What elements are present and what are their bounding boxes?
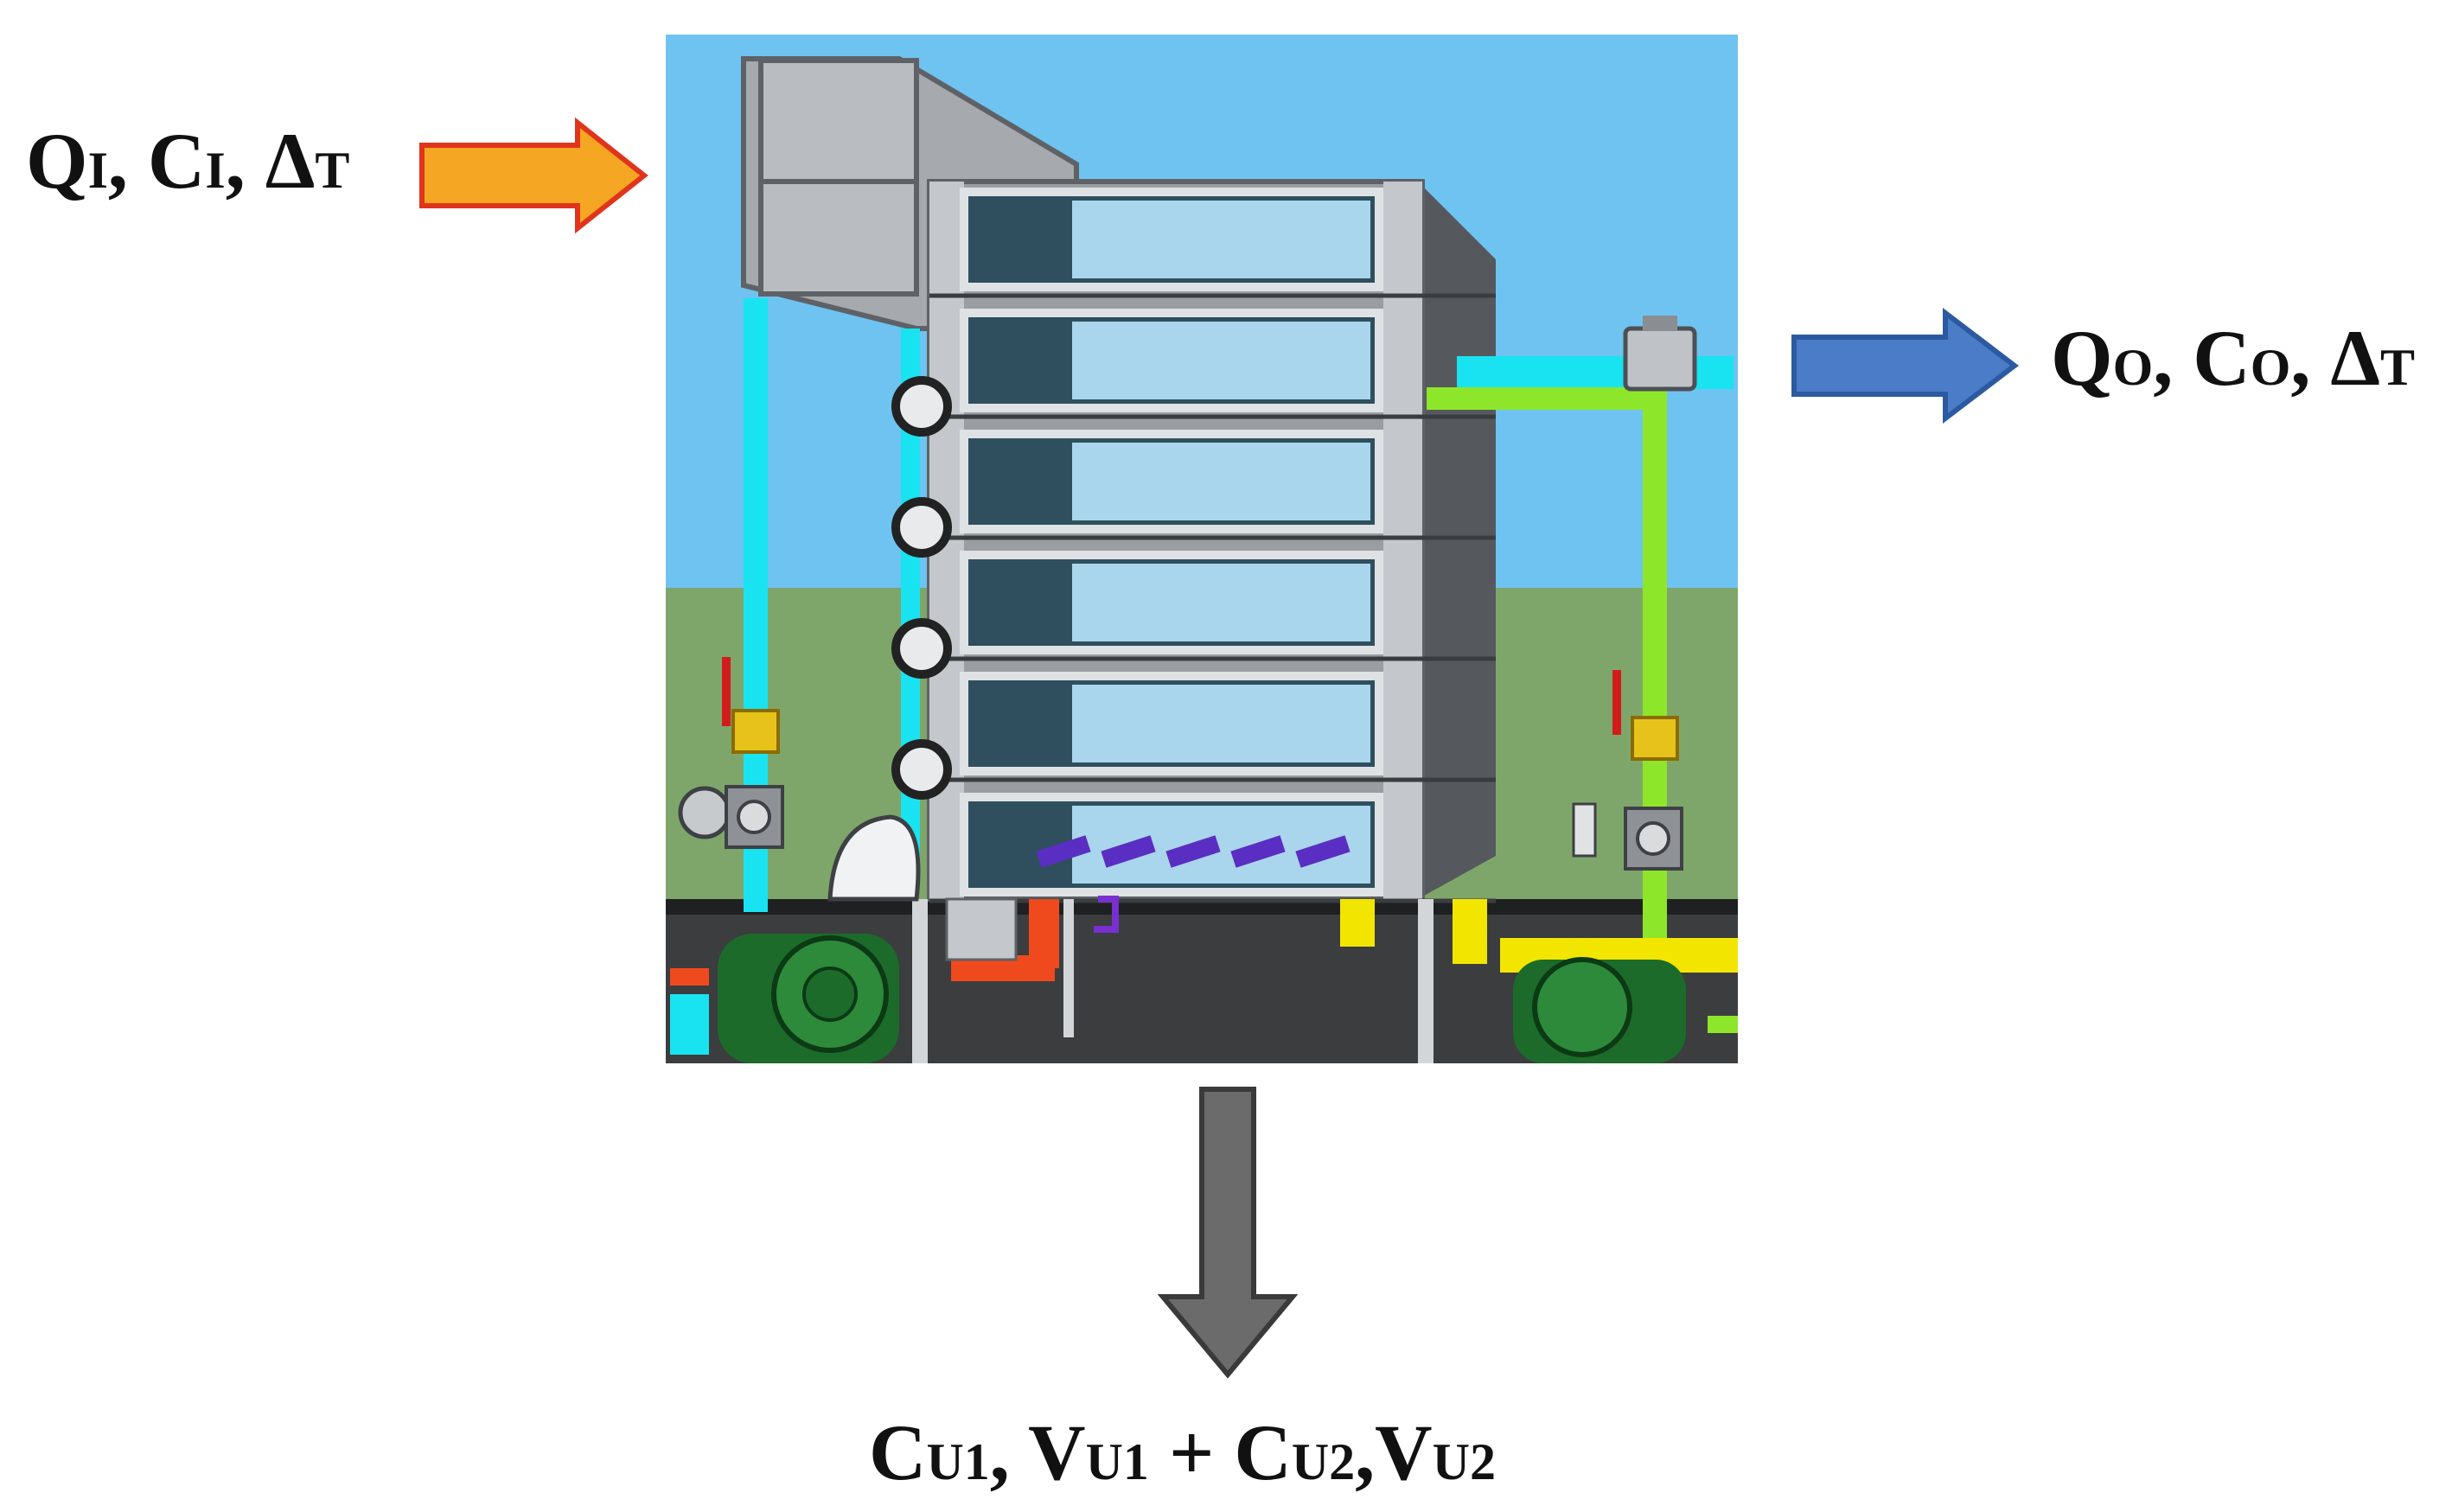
outlet-term-0-main: Q: [2051, 314, 2113, 402]
tray-water-2: [1072, 322, 1370, 399]
gauge-2: [891, 497, 952, 558]
reactor-illustration: [666, 35, 1738, 1063]
inlet-term-2-main: Δ: [265, 117, 316, 205]
right-pump: [1513, 957, 1686, 1063]
underflow-term-3-main: V: [1375, 1408, 1433, 1496]
gauge-3: [891, 618, 952, 679]
outlet-label: QO, CO, ΔT: [2051, 318, 2415, 398]
tray-stack: [929, 188, 1496, 903]
inlet-term-2-sub: T: [315, 142, 350, 199]
tray-water-5: [1072, 685, 1370, 762]
outlet-term-1-sep: ,: [2290, 314, 2331, 402]
tray-water-3: [1072, 443, 1370, 520]
gauge-4: [891, 739, 952, 800]
outlet-term-1-main: C: [2193, 314, 2251, 402]
tank-side-wall: [1418, 182, 1496, 899]
blower: [827, 814, 921, 902]
outlet-arrow: [1791, 307, 2019, 424]
outlet-valve: [1623, 316, 1697, 392]
pressure-gauges: [891, 376, 952, 800]
cyan-pipe-column: [901, 329, 920, 864]
underflow-arrow: [1157, 1087, 1299, 1379]
inlet-term-0-sub: I: [87, 142, 108, 199]
underflow-term-0-main: C: [869, 1408, 927, 1496]
diffuser-2: [1101, 835, 1156, 868]
green-pipe-right: [1643, 393, 1667, 955]
green-pipe-horizontal: [1427, 387, 1667, 410]
right-valve: [1612, 670, 1679, 761]
outlet-term-0-sep: ,: [2153, 314, 2193, 402]
diffuser-4: [1230, 835, 1286, 868]
outlet-term-2-sub: T: [2380, 339, 2416, 396]
underflow-term-3-sub: U2: [1432, 1433, 1496, 1490]
gauge-1: [891, 376, 952, 437]
diffuser-1: [1036, 835, 1091, 868]
underflow-term-2-sep: ,: [1355, 1408, 1376, 1496]
underflow-term-1-sub: U1: [1085, 1433, 1149, 1490]
inlet-hopper-box: [758, 58, 919, 297]
outlet-term-0-sub: O: [2112, 339, 2154, 396]
left-flowmeter: [678, 785, 784, 849]
underflow-label: CU1, VU1 + CU2,VU2: [869, 1413, 1496, 1492]
tray-water-1: [1072, 201, 1370, 278]
inlet-term-0-sep: ,: [107, 117, 148, 205]
underflow-term-2-main: C: [1234, 1408, 1292, 1496]
diffuser-3: [1165, 835, 1221, 868]
inlet-term-1-main: C: [147, 117, 206, 205]
left-valve: [722, 657, 780, 754]
tray-water-4: [1072, 564, 1370, 641]
outlet-term-1-sub: O: [2250, 339, 2291, 396]
inlet-label: QI, CI, ΔT: [26, 121, 349, 201]
underflow-term-2-sub: U2: [1291, 1433, 1356, 1490]
left-pump: [718, 934, 899, 1063]
diffuser-5: [1295, 835, 1351, 868]
inlet-term-1-sep: ,: [225, 117, 265, 205]
inlet-term-1-sub: I: [205, 142, 226, 199]
inlet-arrow: [419, 117, 648, 234]
underflow-term-1-main: V: [1028, 1408, 1086, 1496]
underflow-term-1-sep: +: [1148, 1408, 1235, 1496]
inlet-term-0-main: Q: [26, 117, 88, 205]
underflow-term-0-sub: U1: [926, 1433, 990, 1490]
underflow-term-0-sep: ,: [989, 1408, 1029, 1496]
outlet-term-2-main: Δ: [2330, 314, 2381, 402]
right-flowmeter: [1572, 802, 1683, 871]
